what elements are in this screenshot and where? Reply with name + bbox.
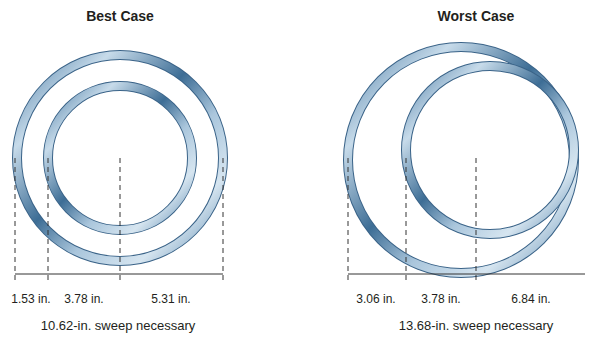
dimension-label: 3.06 in. <box>356 292 395 306</box>
best-case-dashes <box>15 158 223 280</box>
dimension-label: 1.53 in. <box>11 292 50 306</box>
dimension-dash <box>223 158 224 280</box>
dimension-dash <box>120 158 121 280</box>
panel-title: Best Case <box>86 8 154 24</box>
dimension-dash <box>406 158 407 280</box>
dimension-label: 3.78 in. <box>64 292 103 306</box>
dimension-dash <box>15 158 16 280</box>
dimension-label: 3.78 in. <box>421 292 460 306</box>
inner-ring <box>406 66 574 234</box>
inner-ring-edge <box>406 66 574 234</box>
dimension-dash <box>476 158 477 280</box>
dimension-line <box>348 274 585 275</box>
panel-title: Worst Case <box>438 8 515 24</box>
outer-ring-edge <box>348 47 574 273</box>
dimension-line <box>15 274 223 275</box>
dimension-dash <box>48 158 49 280</box>
panel-caption: 13.68-in. sweep necessary <box>399 318 554 333</box>
dimension-label: 5.31 in. <box>151 292 190 306</box>
outer-ring <box>348 47 574 273</box>
worst-case-dashes <box>348 158 476 280</box>
worst-case-rings <box>348 47 574 273</box>
dimension-label: 6.84 in. <box>511 292 550 306</box>
panel-caption: 10.62-in. sweep necessary <box>41 318 196 333</box>
dimension-dash <box>348 158 349 280</box>
